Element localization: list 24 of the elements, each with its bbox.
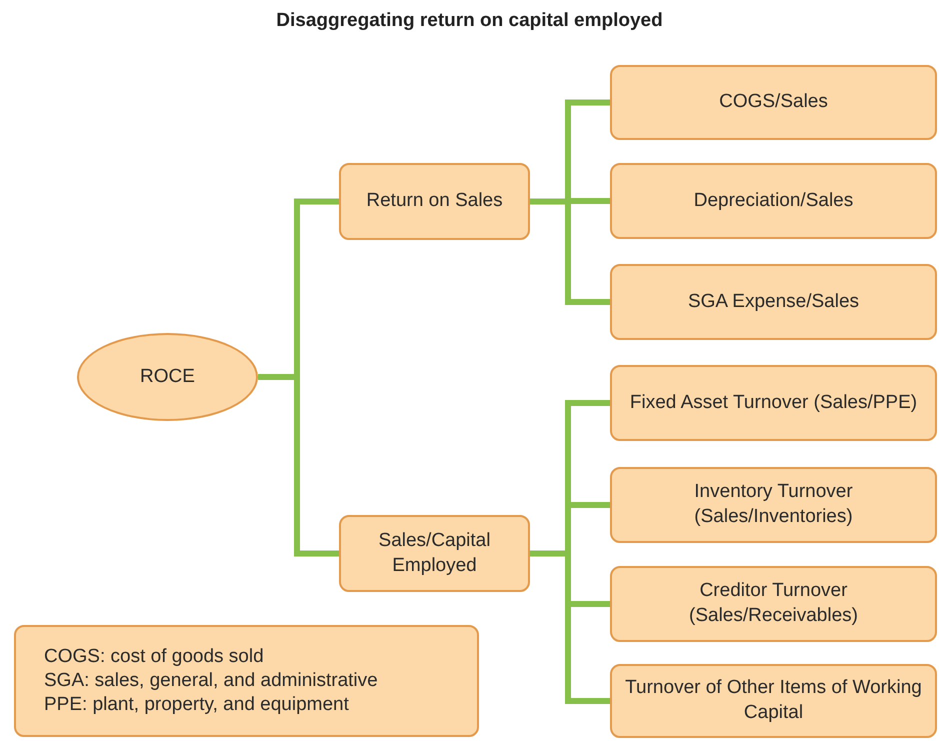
node-label: Sales/Capital Employed	[378, 528, 492, 578]
node-label: Turnover of Other Items of Working Capital	[624, 676, 923, 725]
node-label: Fixed Asset Turnover (Sales/PPE)	[630, 390, 918, 415]
ratio-box	[610, 566, 937, 642]
node-label: ROCE	[140, 364, 195, 389]
ratio-box	[610, 65, 937, 140]
node-label: Inventory Turnover (Sales/Inventories)	[693, 480, 854, 529]
ratio-box	[339, 515, 530, 592]
ratio-box	[610, 365, 937, 441]
ratio-box	[610, 664, 937, 738]
abbreviation-definition: SGA: sales, general, and administrative	[44, 669, 378, 693]
abbreviation-note-box	[14, 625, 479, 737]
node-label: Creditor Turnover (Sales/Receivables)	[688, 579, 859, 628]
node-label: COGS/Sales	[719, 90, 828, 114]
ratio-box	[610, 264, 937, 340]
node-label: Return on Sales	[366, 189, 503, 214]
node-label: Depreciation/Sales	[694, 188, 854, 213]
node-label: SGA Expense/Sales	[688, 290, 860, 314]
ratio-box	[610, 163, 937, 239]
abbreviation-definition: COGS: cost of goods sold	[44, 645, 264, 670]
diagram-title: Disaggregating return on capital employed	[275, 10, 664, 32]
ratio-box	[610, 467, 937, 543]
ratio-box	[339, 163, 530, 240]
abbreviation-definition: PPE: plant, property, and equipment	[44, 692, 349, 717]
